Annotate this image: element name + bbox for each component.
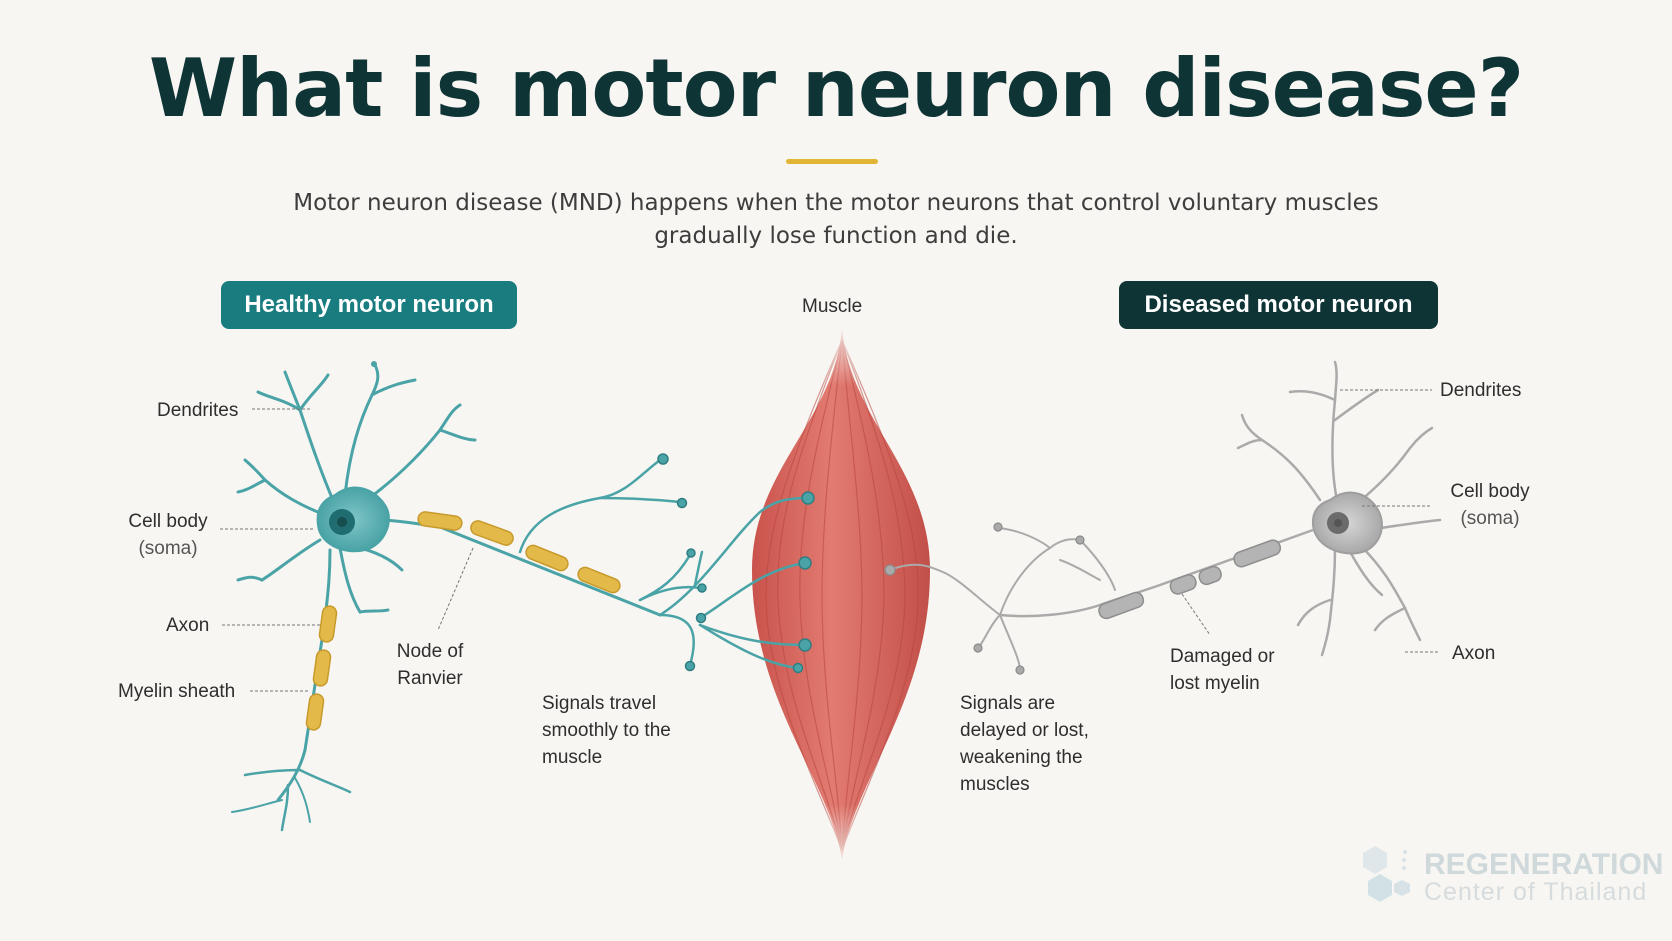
diseased-cell-body-label: Cell body (soma) bbox=[1440, 478, 1540, 532]
diseased-neuron bbox=[889, 360, 1442, 671]
diseased-cell-body-line1: Cell body bbox=[1450, 481, 1530, 502]
healthy-cell-body-line2: (soma) bbox=[138, 538, 198, 559]
diseased-cell-body-line2: (soma) bbox=[1460, 508, 1520, 529]
logo-subtitle: Center of Thailand bbox=[1424, 878, 1648, 906]
healthy-heading-badge: Healthy motor neuron bbox=[221, 281, 517, 329]
diseased-dendrites-label: Dendrites bbox=[1440, 380, 1522, 401]
muscle-label: Muscle bbox=[802, 296, 863, 317]
diseased-signal-label: Signals are delayed or lost, weakening t… bbox=[960, 690, 1089, 798]
subtitle-line-2: gradually lose function and die. bbox=[654, 223, 1018, 249]
healthy-signal-line1: Signals travel bbox=[542, 693, 657, 714]
healthy-signal-line2: smoothly to the bbox=[542, 720, 671, 741]
healthy-signal-line3: muscle bbox=[542, 747, 603, 768]
node-line2: Ranvier bbox=[397, 668, 463, 689]
damaged-myelin-label: Damaged or lost myelin bbox=[1170, 643, 1275, 697]
healthy-cell-body-label: Cell body (soma) bbox=[118, 508, 218, 562]
healthy-myelin-label: Myelin sheath bbox=[118, 681, 236, 702]
diseased-signal-line3: weakening the bbox=[960, 747, 1083, 768]
damaged-line1: Damaged or bbox=[1170, 646, 1275, 667]
regeneration-logo: REGENERATION Center of Thailand bbox=[1360, 840, 1664, 910]
logo-title: REGENERATION bbox=[1424, 848, 1664, 881]
healthy-synapse-dots bbox=[657, 453, 815, 674]
healthy-dendrites-label: Dendrites bbox=[157, 400, 239, 421]
diseased-signal-line1: Signals are bbox=[960, 693, 1056, 714]
diseased-myelin bbox=[1098, 539, 1282, 620]
healthy-axon-label: Axon bbox=[166, 615, 210, 636]
diseased-axon-label: Axon bbox=[1452, 643, 1496, 664]
diseased-signal-line4: muscles bbox=[960, 774, 1030, 795]
diseased-heading-badge: Diseased motor neuron bbox=[1119, 281, 1438, 329]
page-title: What is motor neuron disease? bbox=[148, 42, 1524, 135]
muscle bbox=[740, 320, 945, 870]
subtitle: Motor neuron disease (MND) happens when … bbox=[186, 187, 1486, 253]
damaged-line2: lost myelin bbox=[1170, 673, 1260, 694]
diseased-synapse-dots bbox=[884, 522, 1085, 675]
title-underline bbox=[786, 159, 878, 164]
subtitle-line-1: Motor neuron disease (MND) happens when … bbox=[293, 190, 1379, 216]
hexagon-logo-icon bbox=[1363, 846, 1410, 902]
node-of-ranvier-label: Node of Ranvier bbox=[385, 638, 475, 692]
diseased-signal-line2: delayed or lost, bbox=[960, 720, 1089, 741]
healthy-cell-body-line1: Cell body bbox=[128, 511, 208, 532]
healthy-signal-label: Signals travel smoothly to the muscle bbox=[542, 690, 671, 771]
node-line1: Node of bbox=[396, 641, 464, 662]
leader-lines bbox=[220, 389, 1440, 692]
healthy-axon-terminals bbox=[518, 458, 810, 670]
healthy-myelin bbox=[305, 511, 621, 731]
